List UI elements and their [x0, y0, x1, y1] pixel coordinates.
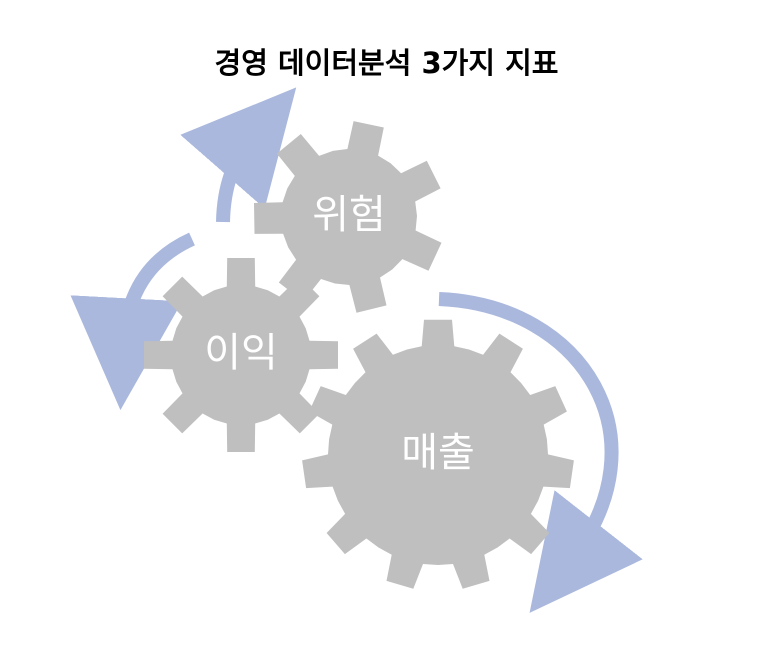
- arrow-top-left: [180, 87, 297, 223]
- page-title: 경영 데이터분석 3가지 지표: [214, 46, 559, 80]
- gear-label-risk: 위험: [312, 192, 386, 238]
- gear-profit: [144, 258, 338, 452]
- gear-label-profit: 이익: [204, 330, 278, 376]
- gear-sales: [302, 319, 574, 589]
- arrow-right: [438, 292, 643, 613]
- gear-risk: [254, 121, 442, 313]
- arrow-left: [70, 232, 196, 411]
- gear-label-sales: 매출: [401, 430, 475, 476]
